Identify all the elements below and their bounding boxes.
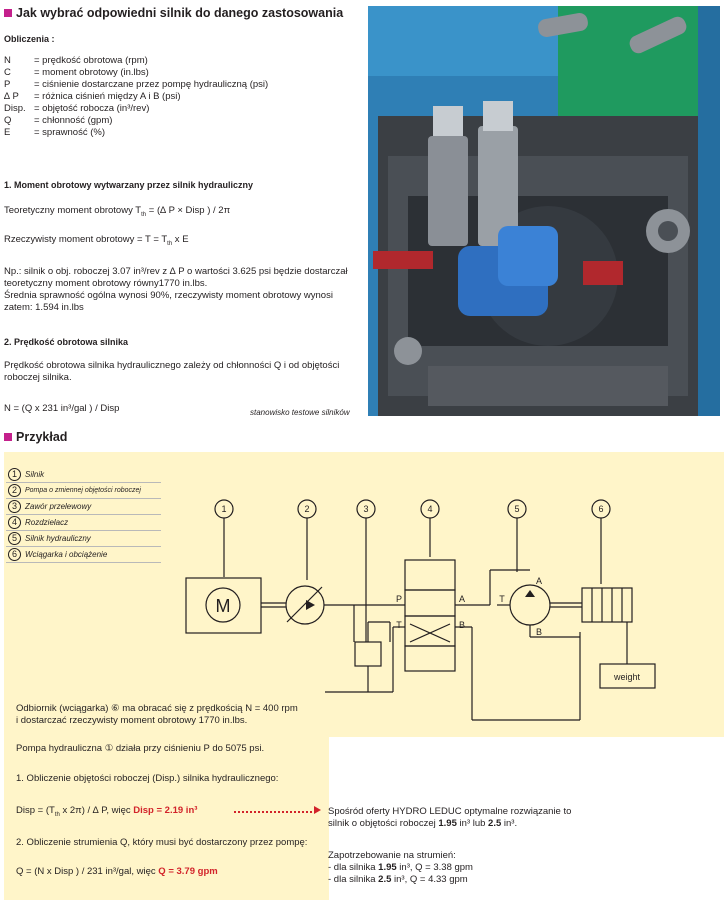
- speed-formula: N = (Q x 231 in³/gal ) / Disp: [4, 403, 120, 414]
- directional-valve-top: [404, 559, 456, 591]
- callout-label-5: 5: [514, 504, 519, 514]
- motor-port-a-label: A: [536, 576, 542, 586]
- definition-row: P = ciśnienie dostarczane przez pompę hyd…: [4, 79, 268, 91]
- definition-symbol: E: [4, 127, 11, 138]
- legend-label: Wciągarka i obciążenie: [25, 550, 108, 559]
- legend-label: Pompa o zmiennej objętości roboczej: [25, 487, 141, 495]
- callout-label-2: 2: [304, 504, 309, 514]
- flow-demand: Zapotrzebowanie na strumień: - dla silni…: [328, 850, 473, 885]
- legend-number: 2: [8, 484, 21, 497]
- legend-number: 1: [8, 468, 21, 481]
- legend-label: Zawór przelewowy: [25, 502, 92, 511]
- speed-text: Prędkość obrotowa silnika hydraulicznego…: [4, 360, 340, 383]
- definition-row: ∆ P = różnica ciśnień między A i B (psi): [4, 91, 268, 103]
- legend-number: 5: [8, 532, 21, 545]
- definition-text: = sprawność (%): [34, 127, 106, 138]
- disp-formula: Disp = (Tth x 2π) / ∆ P, więc Disp = 2.1…: [16, 805, 198, 818]
- definition-text: = różnica ciśnień między A i B (psi): [34, 91, 181, 102]
- legend-row: 1 Silnik: [6, 467, 161, 483]
- step1-text: 1. Obliczenie objętości roboczej (Disp.)…: [16, 773, 279, 784]
- motor-port-t-label: T: [499, 594, 505, 604]
- definition-text: = prędkość obrotowa (rpm): [34, 55, 148, 66]
- component-legend: 1 Silnik 2 Pompa o zmiennej objętości roboc…: [6, 467, 161, 563]
- offer-text: Spośród oferty HYDRO LEDUC optymalne roz…: [328, 806, 572, 829]
- definition-text: = ciśnienie dostarczane przez pompę hydr…: [34, 79, 269, 90]
- legend-number: 4: [8, 516, 21, 529]
- definition-row: Disp. = objętość robocza (in³/rev): [4, 103, 268, 115]
- weight-label: weight: [613, 672, 641, 682]
- hydraulic-circuit-diagram: 1 2 3 4 5 6 M P T A B T A B weight: [185, 499, 656, 721]
- port-t-label: T: [396, 620, 402, 630]
- definition-symbol: P: [4, 79, 11, 90]
- definition-symbol: C: [4, 67, 11, 78]
- definition-symbol: N: [4, 55, 11, 66]
- q-formula: Q = (N x Disp ) / 231 in³/gal, więc Q = …: [16, 866, 218, 877]
- definition-row: N = prędkość obrotowa (rpm): [4, 55, 268, 67]
- example-bullet-icon: [4, 433, 12, 441]
- definition-text: = objętość robocza (in³/rev): [34, 103, 150, 114]
- callout-label-6: 6: [598, 504, 603, 514]
- definition-row: E = sprawność (%): [4, 127, 268, 139]
- legend-row: 3 Zawór przelewowy: [6, 498, 161, 515]
- legend-label: Silnik: [25, 470, 45, 479]
- title-bullet-icon: [4, 9, 12, 17]
- relief-valve: [354, 641, 382, 667]
- q-result: Q = 3.79 gpm: [158, 866, 218, 877]
- example-calc-area: [4, 737, 329, 900]
- pump-pressure-text: Pompa hydrauliczna ① działa przy ciśnien…: [16, 743, 265, 754]
- motor-label: M: [216, 596, 231, 616]
- motor-port-b-label: B: [536, 627, 542, 637]
- port-b-label: B: [459, 620, 465, 630]
- theoretical-torque-formula: Teoretyczny moment obrotowy Tth = (∆ P ×…: [4, 205, 231, 218]
- legend-row: 6 Wciągarka i obciążenie: [6, 546, 161, 563]
- definition-symbol: Q: [4, 115, 12, 126]
- definition-symbol: ∆ P: [4, 91, 19, 102]
- connector-arrow-icon: [314, 806, 321, 814]
- calculations-label: Obliczenia :: [4, 34, 55, 44]
- electric-motor: [185, 577, 262, 634]
- dotted-connector: [234, 803, 316, 813]
- photo-caption: stanowisko testowe silników: [250, 408, 350, 417]
- callout-label-1: 1: [221, 504, 226, 514]
- legend-label: Silnik hydrauliczny: [25, 534, 91, 543]
- callout-label-3: 3: [363, 504, 368, 514]
- section2-heading: 2. Prędkość obrotowa silnika: [4, 337, 129, 347]
- callout-label-4: 4: [427, 504, 432, 514]
- example-heading: Przykład: [4, 430, 67, 444]
- test-bench-illustration: [368, 6, 720, 416]
- legend-row: 5 Silnik hydrauliczny: [6, 530, 161, 547]
- disp-result: Disp = 2.19 in³: [133, 805, 198, 816]
- page-title: Jak wybrać odpowiedni silnik do danego z…: [4, 6, 343, 20]
- variable-pump: [285, 585, 325, 625]
- definitions-list: N = prędkość obrotowa (rpm) C = moment obro…: [4, 55, 268, 139]
- definition-row: C = moment obrotowy (in.lbs): [4, 67, 268, 79]
- winch: [581, 587, 633, 623]
- step2-text: 2. Obliczenie strumienia Q, który musi b…: [16, 837, 308, 848]
- real-torque-formula: Rzeczywisty moment obrotowy = T = Tth x …: [4, 234, 189, 247]
- port-a-label: A: [459, 594, 465, 604]
- example-intro: Odbiornik (wciągarka) ⑥ ma obracać się z…: [16, 703, 298, 726]
- legend-number: 6: [8, 548, 21, 561]
- definition-text: = moment obrotowy (in.lbs): [34, 67, 149, 78]
- port-p-label: P: [396, 594, 402, 604]
- legend-label: Rozdzielacz: [25, 518, 69, 527]
- torque-example: Np.: silnik o obj. roboczej 3.07 in³/rev…: [4, 266, 348, 313]
- weight-box: [599, 663, 656, 689]
- legend-number: 3: [8, 500, 21, 513]
- legend-row: 2 Pompa o zmiennej objętości roboczej: [6, 482, 161, 499]
- test-bench-photo: [368, 6, 720, 416]
- legend-row: 4 Rozdzielacz: [6, 514, 161, 531]
- definition-row: Q = chłonność (gpm): [4, 115, 268, 127]
- section1-heading: 1. Moment obrotowy wytwarzany przez siln…: [4, 180, 254, 190]
- definition-symbol: Disp.: [4, 103, 26, 114]
- definition-text: = chłonność (gpm): [34, 115, 113, 126]
